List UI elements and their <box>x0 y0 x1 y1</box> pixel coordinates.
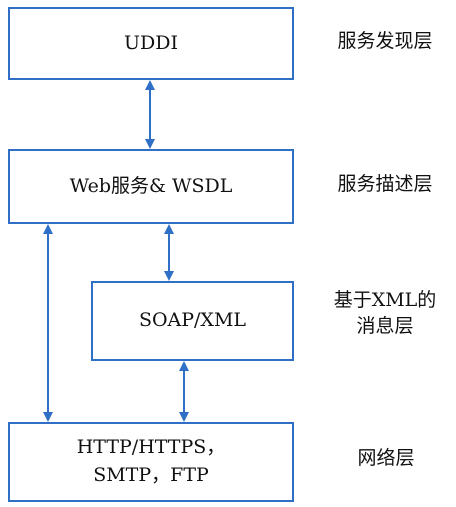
transport-protocols-box: HTTP/HTTPS， SMTP，FTP <box>8 422 294 502</box>
network-layer-label: 网络层 <box>357 447 415 469</box>
soap-xml-box-label: SOAP/XML <box>138 309 247 332</box>
xml-messaging-layer-label: 基于XML的 消息层 <box>318 288 452 339</box>
web-services-wsdl-box: Web服务& WSDL <box>8 149 294 224</box>
web-services-wsdl-box-label: Web服务& WSDL <box>69 174 233 197</box>
soap-xml-box: SOAP/XML <box>91 281 294 361</box>
uddi-box-label: UDDI <box>124 31 178 54</box>
xml-messaging-layer-label-line-1: 基于XML的 <box>333 289 437 311</box>
service-description-layer-label: 服务描述层 <box>337 173 433 195</box>
transport-protocols-line-2: SMTP，FTP <box>93 464 209 486</box>
uddi-box: UDDI <box>8 7 294 80</box>
xml-messaging-layer-label-line-2: 消息层 <box>356 314 414 337</box>
service-discovery-layer-label: 服务发现层 <box>337 30 433 52</box>
transport-protocols-line-1: HTTP/HTTPS， <box>76 436 226 459</box>
